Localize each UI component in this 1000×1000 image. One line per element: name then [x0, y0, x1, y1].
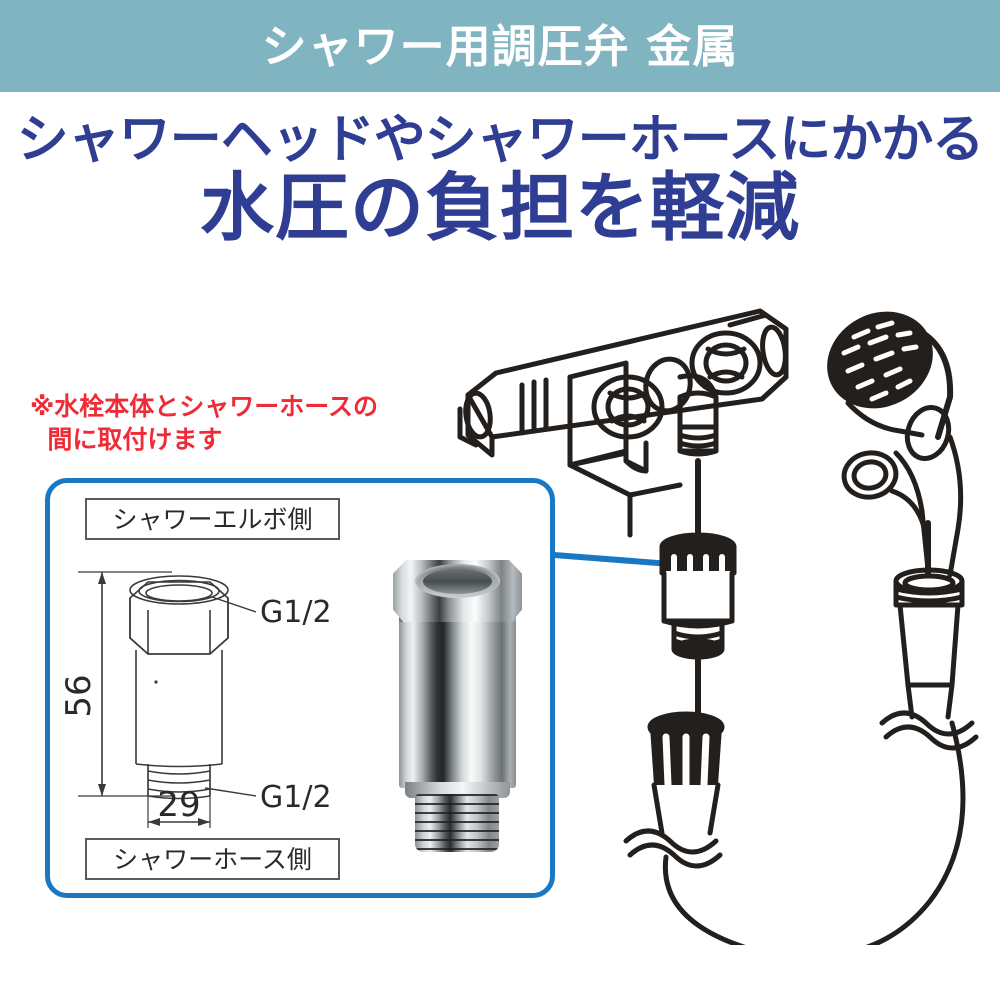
- product-photo: [385, 560, 530, 860]
- hand-shower-head: [827, 311, 964, 578]
- photo-bore-inner: [423, 569, 492, 594]
- installation-note: ※水栓本体とシャワーホースの 間に取付けます: [30, 392, 379, 454]
- shower-hose: [662, 720, 966, 945]
- label-shower-hose-side-text: シャワーホース側: [113, 844, 312, 874]
- dimension-height-label: 56: [60, 674, 99, 717]
- shower-elbow-outlet: [643, 356, 719, 457]
- assembly-illustration: [457, 308, 979, 945]
- faucet-handle-right: [689, 330, 763, 396]
- headline-line-1: シャワーヘッドやシャワーホースにかかる: [16, 110, 984, 170]
- label-shower-elbow-side-text: シャワーエルボ側: [112, 504, 313, 534]
- photo-valve-body: [399, 618, 516, 788]
- thread-spec-top-label: G1/2: [260, 595, 332, 630]
- valve-technical-drawing: 56 29 G1/2 G1/2: [60, 571, 332, 828]
- bath-mixer-faucet: [457, 308, 789, 538]
- hose-connector-lower: [623, 711, 725, 869]
- page-title: シャワー用調圧弁 金属: [261, 19, 739, 73]
- thread-spec-bottom-label: G1/2: [260, 780, 332, 815]
- headline-line-2: 水圧の負担を軽減: [200, 165, 800, 252]
- photo-male-thread: [415, 794, 499, 852]
- pressure-regulating-valve: [659, 532, 737, 660]
- faucet-handle-left: [591, 374, 665, 474]
- dimension-width-label: 29: [157, 785, 200, 825]
- header-band: シャワー用調圧弁 金属: [0, 0, 1000, 92]
- headline-block: シャワーヘッドやシャワーホースにかかる 水圧の負担を軽減: [0, 112, 1000, 248]
- label-shower-elbow-side: シャワーエルボ側: [85, 498, 340, 540]
- label-shower-hose-side: シャワーホース側: [85, 838, 340, 880]
